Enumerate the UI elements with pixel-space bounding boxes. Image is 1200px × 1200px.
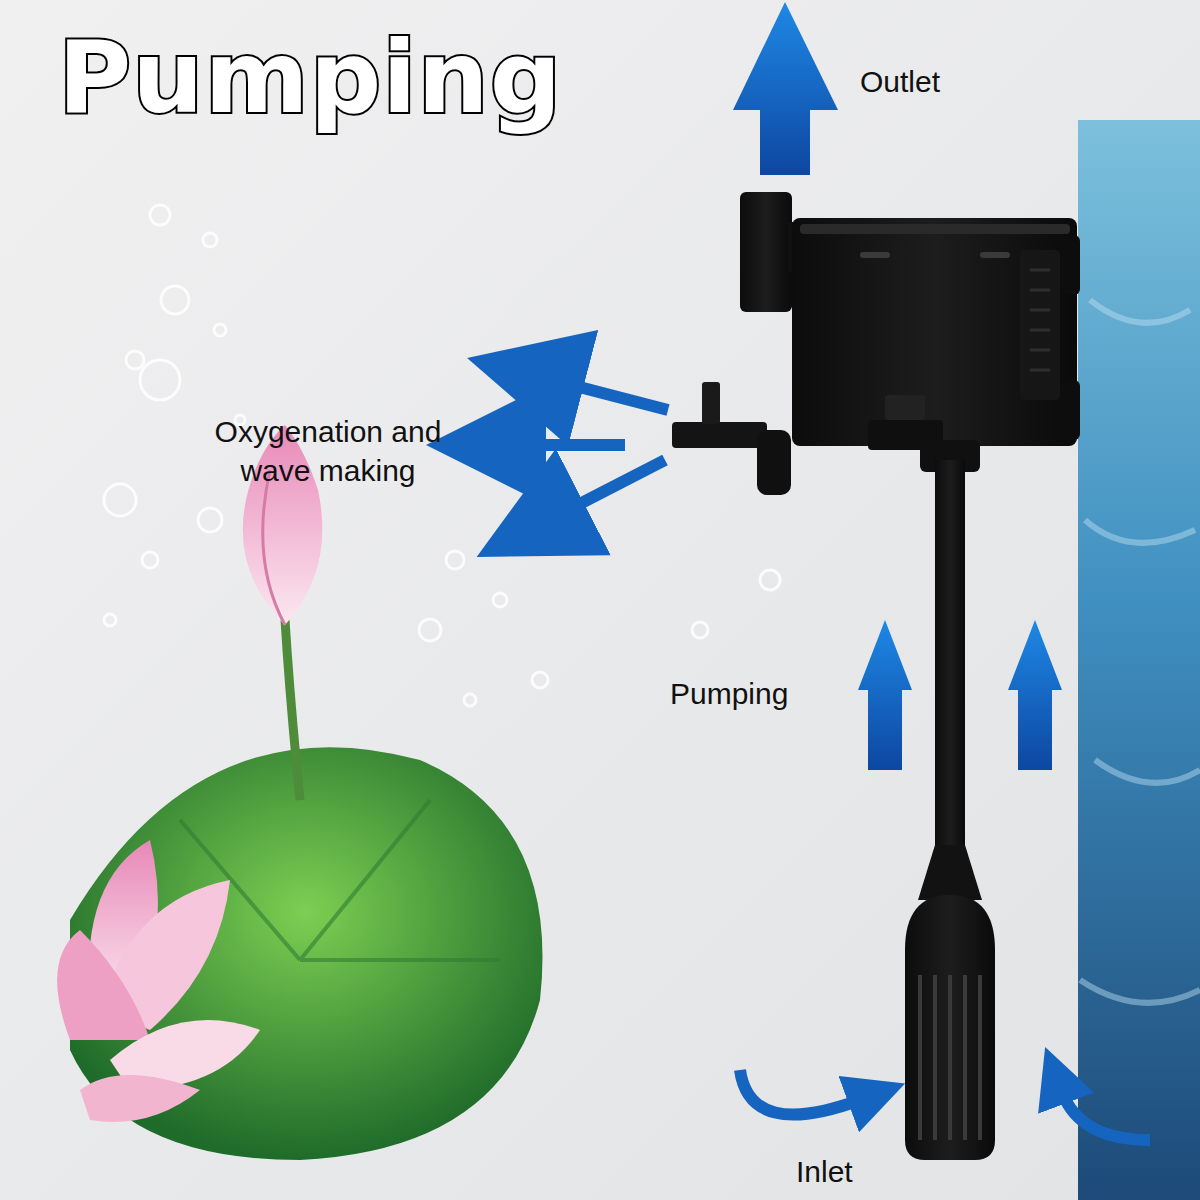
pumping-label: Pumping <box>670 674 788 713</box>
main-title: Pumping <box>58 28 562 128</box>
oxygenation-label: Oxygenation and wave making <box>183 412 473 490</box>
inlet-label: Inlet <box>796 1152 853 1191</box>
outlet-label: Outlet <box>860 62 940 101</box>
